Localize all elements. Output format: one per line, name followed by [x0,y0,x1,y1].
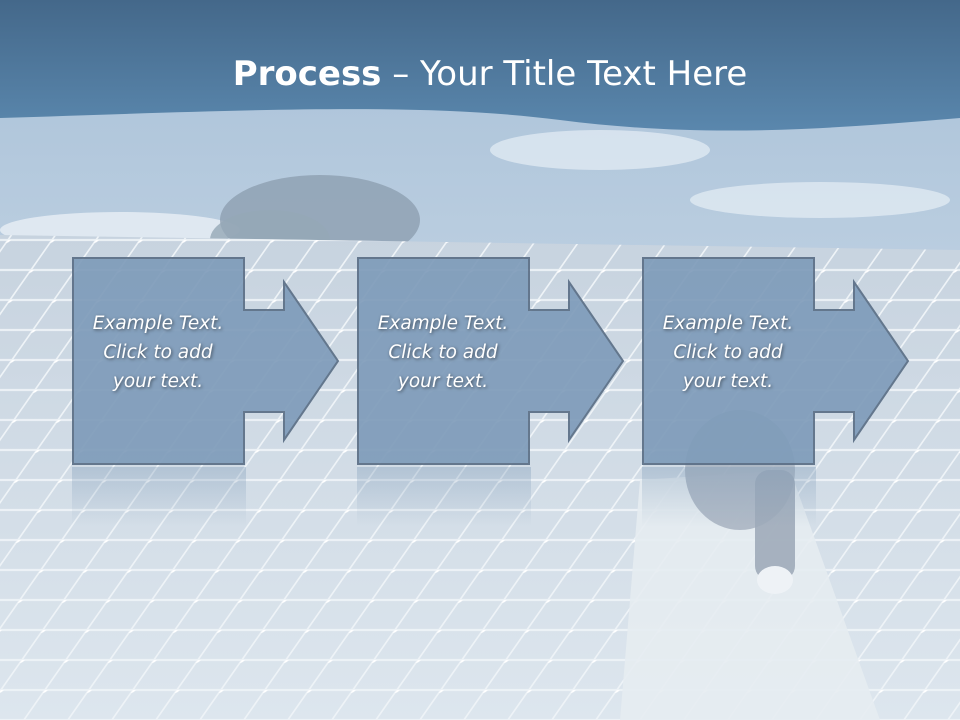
arrow-box-shape [72,257,340,465]
process-step-1[interactable]: Example Text. Click to add your text. [72,257,340,527]
step-2-text[interactable]: Example Text. Click to add your text. [377,313,509,392]
step-3-text[interactable]: Example Text. Click to add your text. [662,313,794,392]
step-2-reflection [357,467,531,527]
step-3-reflection [642,467,816,527]
title-bold: Process [232,54,382,94]
title-rest: – Your Title Text Here [381,54,748,94]
process-step-2[interactable]: Example Text. Click to add your text. [357,257,625,527]
step-1-text[interactable]: Example Text. Click to add your text. [92,313,224,392]
step-1-reflection [72,467,246,527]
slide-title[interactable]: Process – Your Title Text Here [0,52,960,96]
process-step-3[interactable]: Example Text. Click to add your text. [642,257,910,527]
arrow-box-shape [642,257,910,465]
arrow-box-shape [357,257,625,465]
